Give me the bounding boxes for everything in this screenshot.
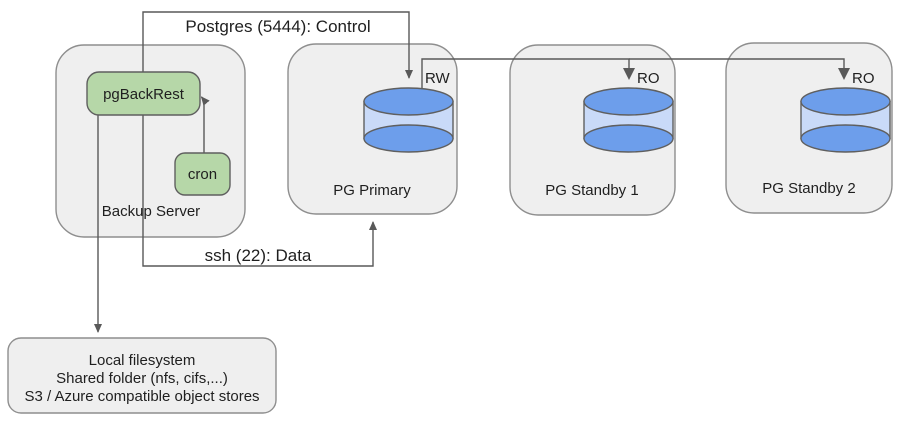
pg-standby-2-label: PG Standby 2 bbox=[762, 180, 855, 197]
pg-standby-1-label: PG Standby 1 bbox=[545, 182, 638, 199]
pg-primary-label: PG Primary bbox=[333, 182, 411, 199]
storage-label-line-1: Local filesystem bbox=[89, 352, 196, 369]
replication-edge-standby-2 bbox=[629, 58, 850, 80]
cron-box bbox=[174, 152, 231, 196]
standby-1-database-icon bbox=[583, 87, 674, 153]
replication-edge-standby-1 bbox=[421, 58, 635, 90]
storage-node bbox=[7, 337, 277, 414]
cron-edge bbox=[200, 96, 210, 153]
ssh-edge-label: ssh (22): Data bbox=[205, 246, 312, 265]
pgbackrest-box bbox=[86, 71, 201, 116]
standby-1-mode-badge: RO bbox=[637, 70, 660, 87]
storage-label-line-3: S3 / Azure compatible object stores bbox=[24, 388, 259, 405]
control-edge-label: Postgres (5444): Control bbox=[185, 17, 370, 36]
standby-2-database-icon bbox=[800, 87, 891, 153]
standby-2-mode-badge: RO bbox=[852, 70, 875, 87]
ssh-edge bbox=[142, 115, 377, 267]
pgbackrest-label: pgBackRest bbox=[103, 86, 185, 103]
primary-database-icon bbox=[363, 87, 454, 153]
primary-mode-badge: RW bbox=[425, 70, 451, 87]
cron-label: cron bbox=[188, 166, 217, 183]
storage-label-line-2: Shared folder (nfs, cifs,...) bbox=[56, 370, 228, 387]
backup-server-label: Backup Server bbox=[102, 203, 200, 220]
control-edge bbox=[142, 11, 413, 79]
